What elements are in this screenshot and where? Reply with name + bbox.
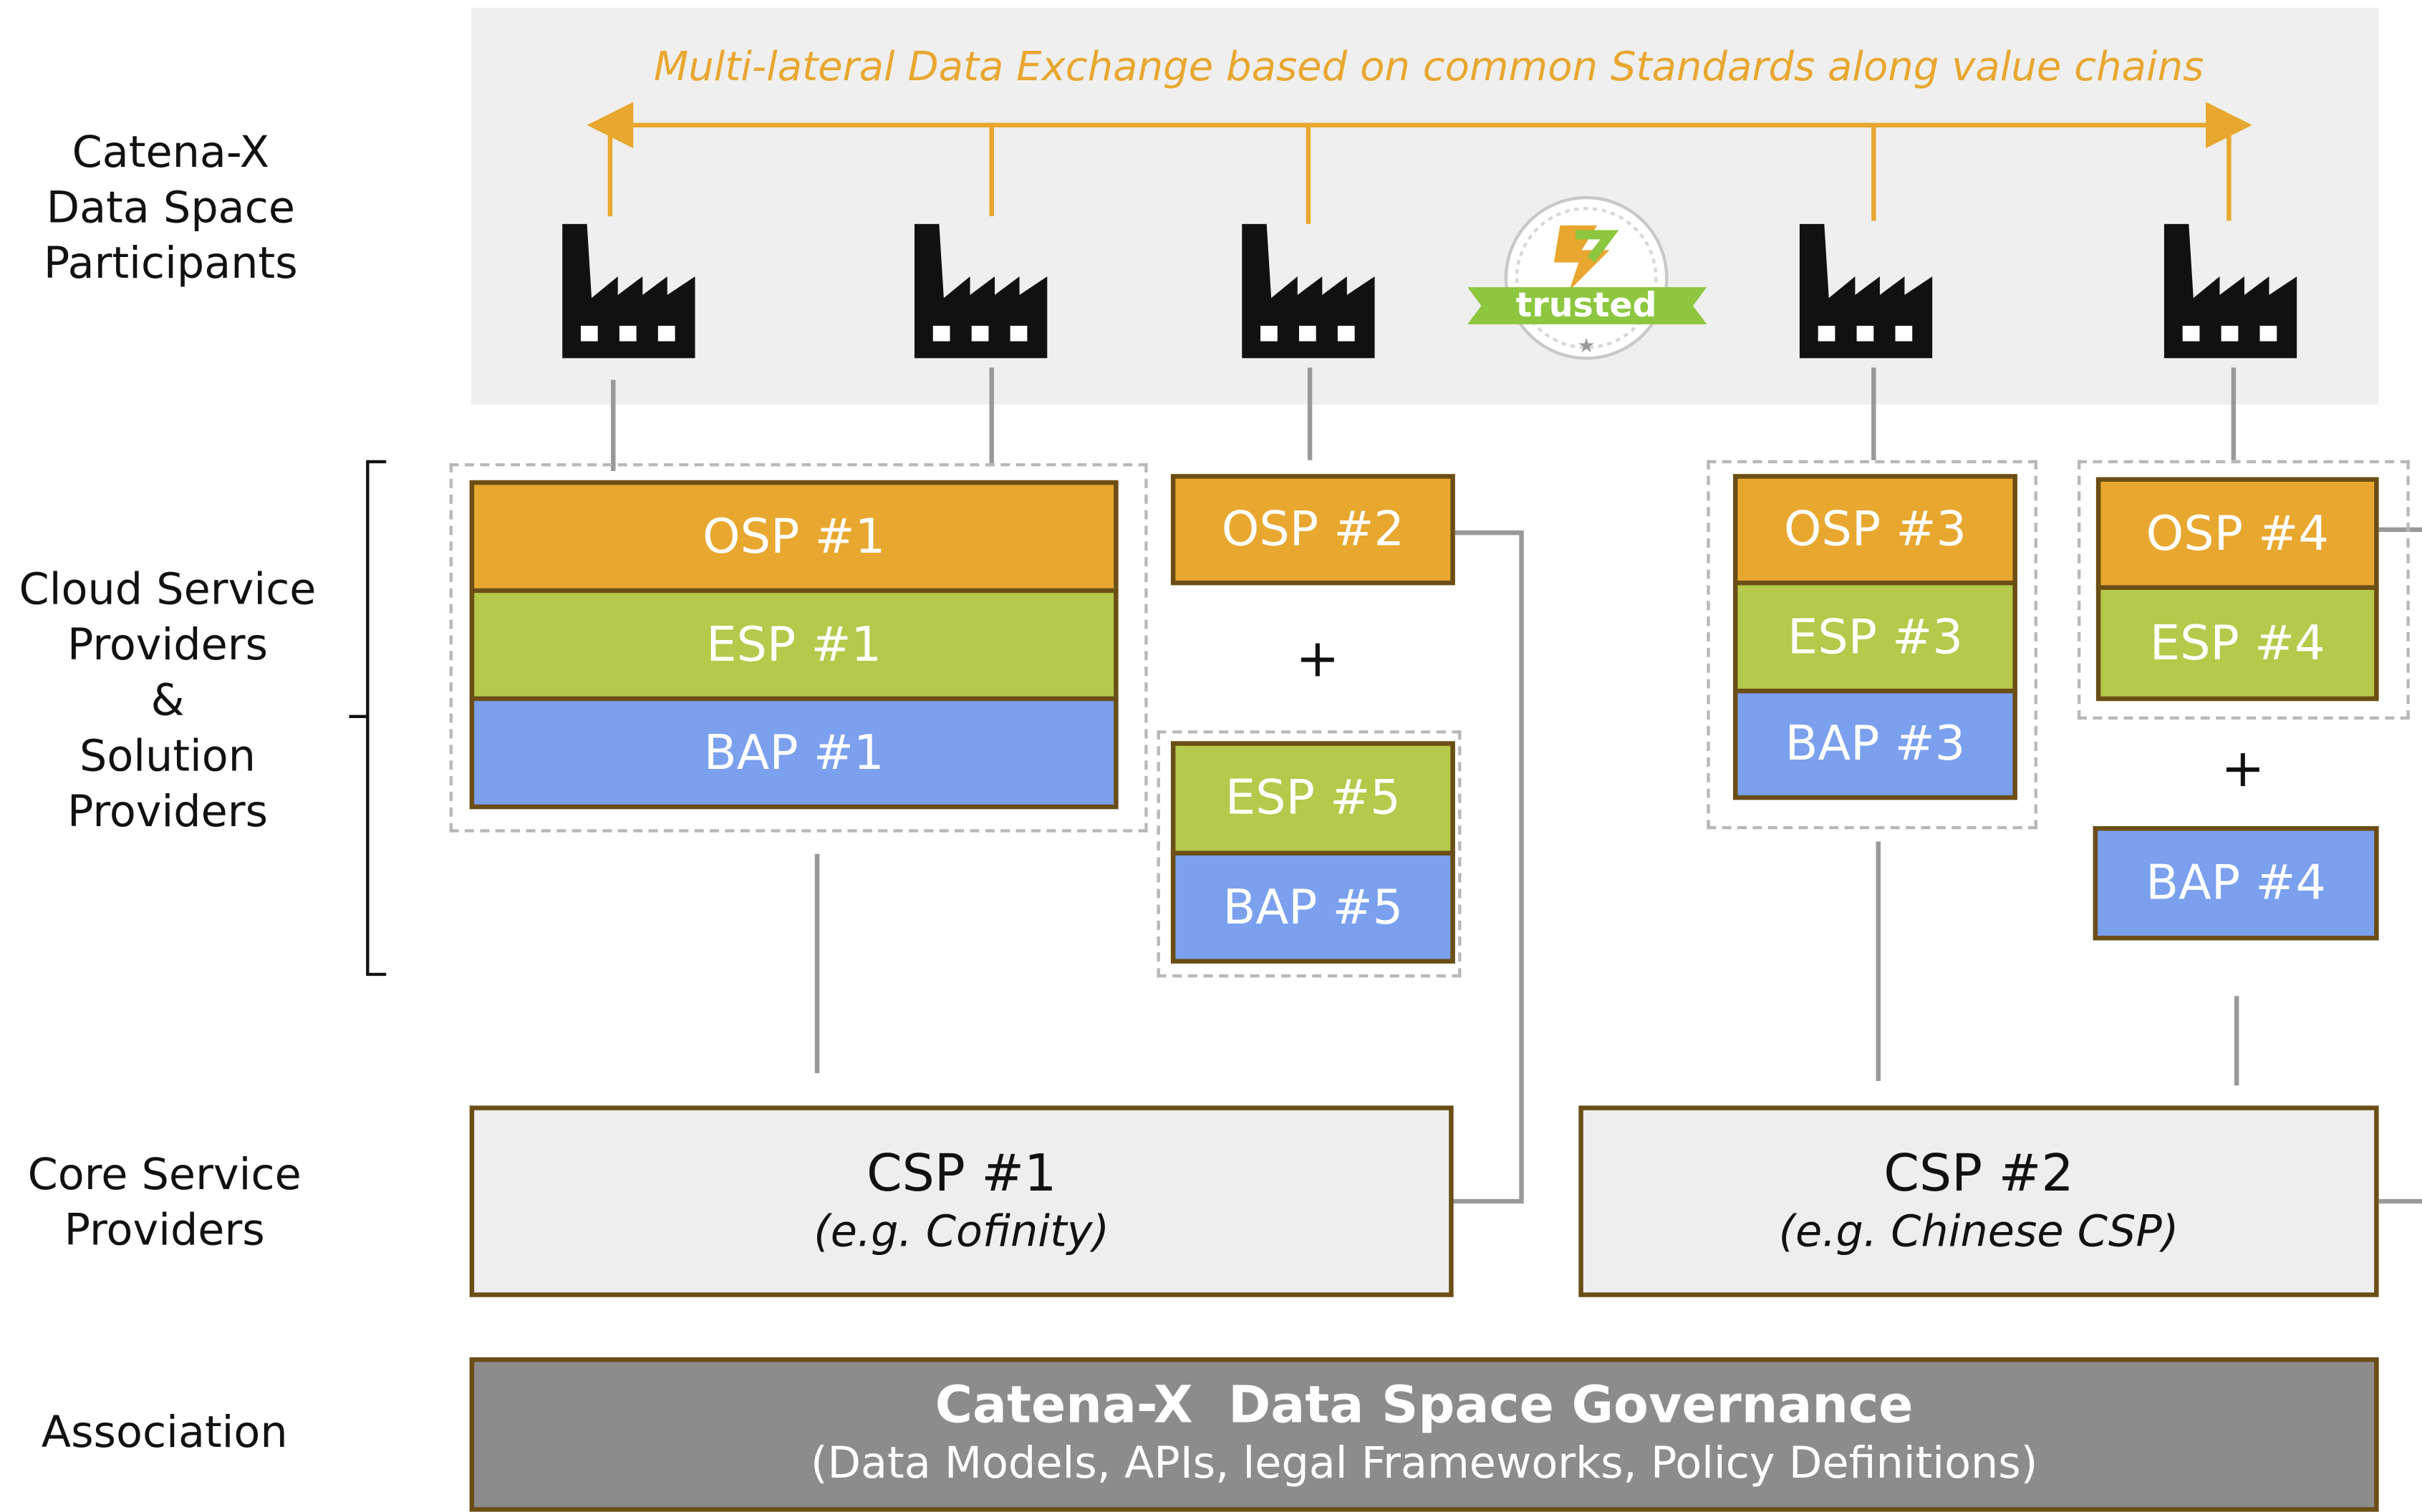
- provider-group-4: [2078, 460, 2410, 720]
- factory-icon: [914, 223, 1048, 359]
- arrow-drops: [607, 125, 2232, 224]
- csp-2-title: CSP #2: [1883, 1143, 2074, 1203]
- factory-icon: [1799, 223, 1933, 359]
- label-line: &: [150, 674, 185, 726]
- esp-1-box: ESP #1: [469, 588, 1119, 702]
- row-label-association: Association: [41, 1406, 288, 1458]
- label-line: Data Space: [46, 182, 296, 233]
- provider-group-5: [1157, 730, 1462, 978]
- factory-icon: [1242, 223, 1375, 359]
- factory-icon: [562, 223, 695, 359]
- label-line: Cloud Service: [19, 563, 317, 615]
- label-line: Providers: [64, 1204, 265, 1256]
- factory-icon: [2163, 223, 2297, 359]
- csp-2-box: CSP #2 (e.g. Chinese CSP): [1578, 1105, 2379, 1297]
- bap-4-box: BAP #4: [2093, 825, 2379, 941]
- label-line: Participants: [43, 238, 298, 289]
- providers-brace: [349, 460, 387, 976]
- bap-5-box: BAP #5: [1170, 850, 1455, 964]
- row-label-providers: Cloud Service Providers & Solution Provi…: [16, 562, 320, 840]
- value-chain-banner: Multi-lateral Data Exchange based on com…: [653, 44, 2204, 92]
- label-line: Providers: [67, 785, 269, 838]
- trusted-label: trusted: [1516, 286, 1657, 325]
- plus-sign: +: [1296, 628, 1340, 691]
- csp-1-example: (e.g. Cofinity): [814, 1206, 1110, 1257]
- osp-1-box: OSP #1: [469, 480, 1119, 593]
- csp-1-title: CSP #1: [866, 1143, 1057, 1203]
- osp-3-box: OSP #3: [1733, 474, 2017, 586]
- label-line: Providers: [67, 619, 269, 671]
- osp-4-box: OSP #4: [2095, 477, 2379, 590]
- participants-panel: [471, 7, 2379, 405]
- governance-box: Catena-X Data Space Governance (Data Mod…: [469, 1357, 2379, 1512]
- label-line: Catena-X: [72, 126, 270, 178]
- label-line: Core Service: [27, 1148, 301, 1200]
- trusted-seal-icon: trusted ★: [1467, 195, 1707, 360]
- csp-1-box: CSP #1 (e.g. Cofinity): [469, 1105, 1454, 1297]
- osp-2-box: OSP #2: [1170, 474, 1455, 586]
- row-label-participants: Catena-X Data Space Participants: [28, 125, 314, 292]
- provider-group-1: [449, 463, 1148, 833]
- row-label-core: Core Service Providers: [16, 1148, 314, 1259]
- label-line: Solution: [79, 730, 256, 782]
- governance-title: Catena-X Data Space Governance: [935, 1374, 1914, 1435]
- esp-4-box: ESP #4: [2095, 585, 2379, 702]
- provider-connectors: [611, 367, 2422, 1204]
- bap-1-box: BAP #1: [469, 696, 1119, 810]
- csp-2-example: (e.g. Chinese CSP): [1778, 1206, 2179, 1257]
- esp-5-box: ESP #5: [1170, 741, 1455, 856]
- svg-text:★: ★: [1578, 334, 1596, 357]
- esp-3-box: ESP #3: [1733, 580, 2017, 694]
- bap-3-box: BAP #3: [1733, 688, 2017, 800]
- plus-sign: +: [2221, 737, 2265, 800]
- governance-subtitle: (Data Models, APIs, legal Frameworks, Po…: [810, 1438, 2038, 1489]
- provider-group-3: [1707, 460, 2037, 830]
